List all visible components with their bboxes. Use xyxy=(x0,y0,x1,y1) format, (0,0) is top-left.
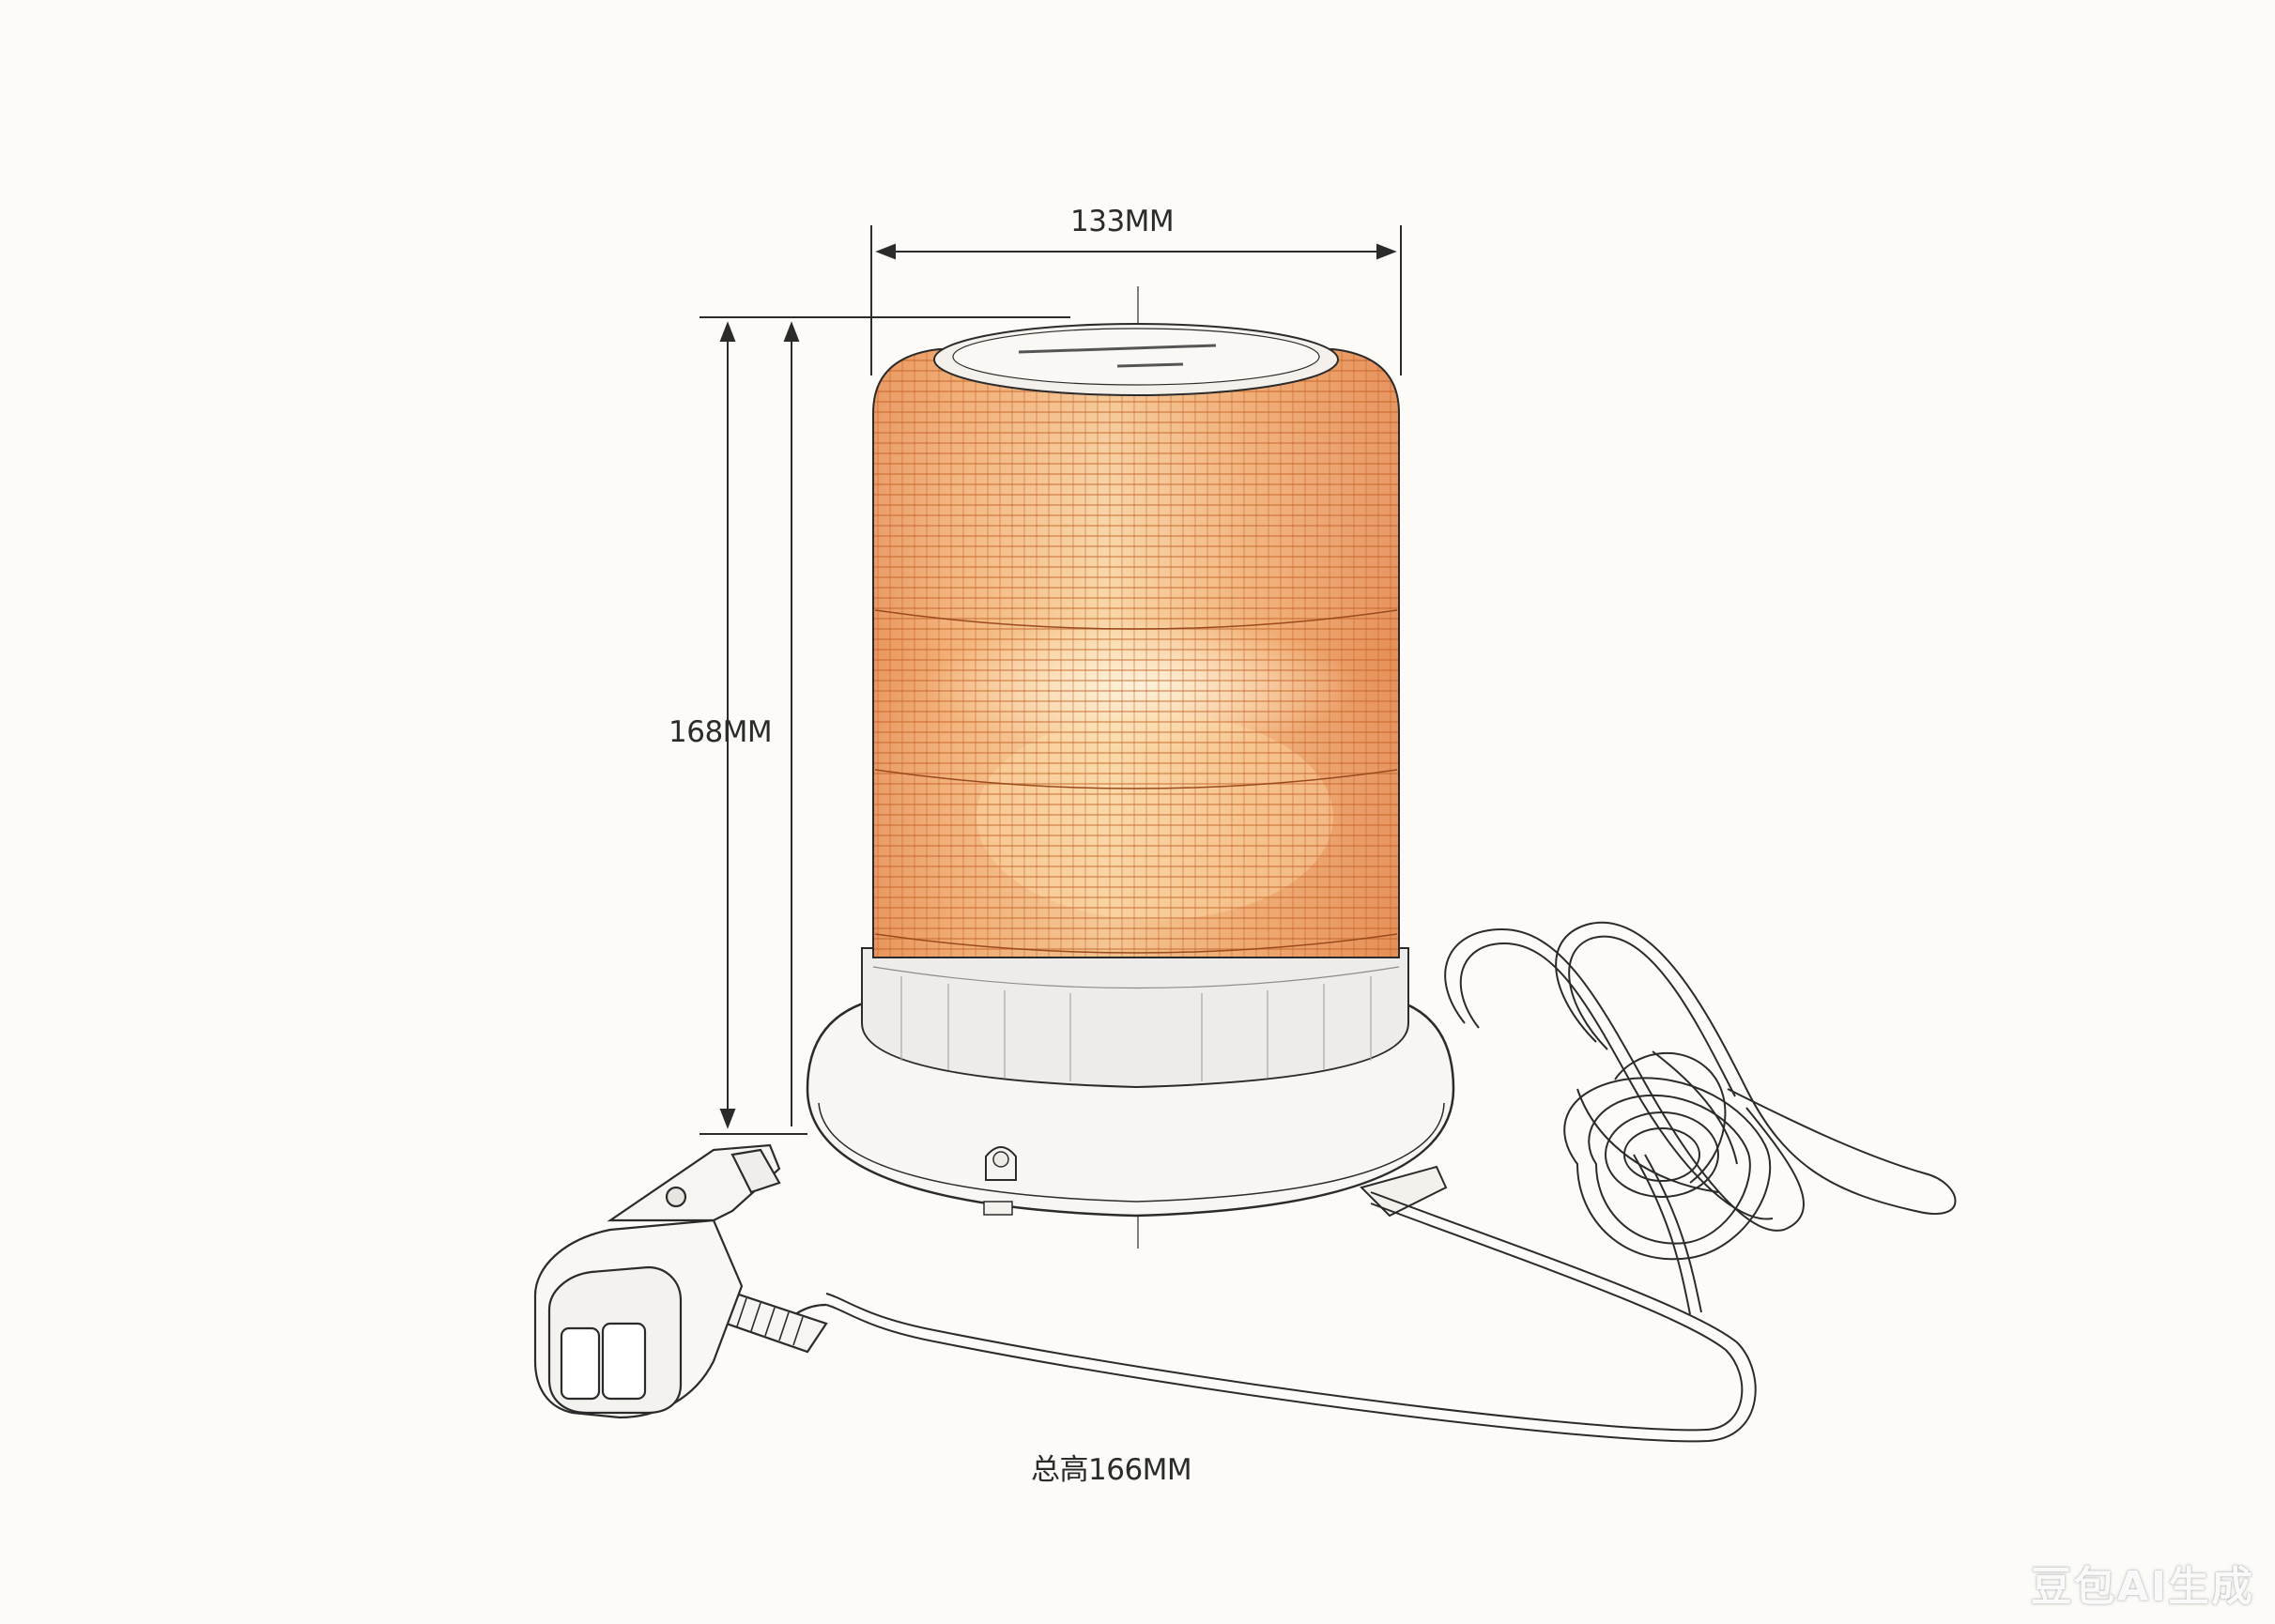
top-cap xyxy=(933,323,1339,396)
power-cable xyxy=(825,921,1957,1443)
cigarette-lighter-plug xyxy=(533,1143,828,1419)
total-height-label: 总高166MM xyxy=(1031,1453,1192,1487)
amber-lens xyxy=(872,348,1400,958)
height-dimension-label: 168MM xyxy=(669,715,773,749)
clear-collar xyxy=(861,947,1409,1089)
watermark: 豆包AI生成 xyxy=(2030,1563,2254,1611)
width-dimension xyxy=(870,225,1402,375)
width-dimension-label: 133MM xyxy=(1070,205,1175,238)
height-dimension xyxy=(699,316,1070,1135)
